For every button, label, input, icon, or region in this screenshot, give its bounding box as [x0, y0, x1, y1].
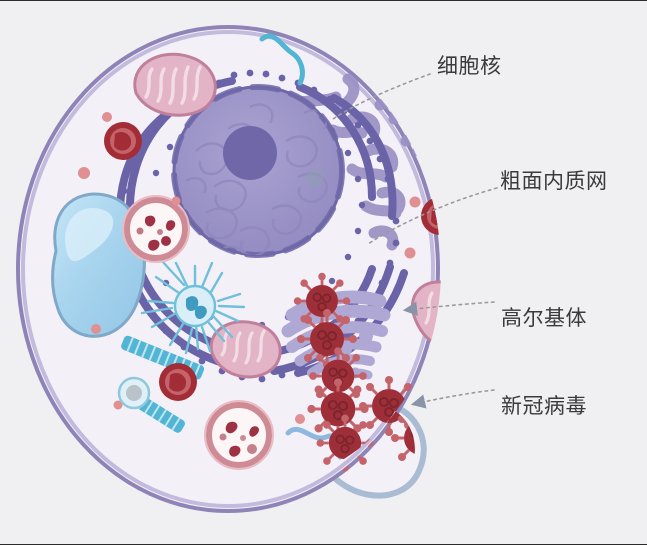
label-coronavirus: 新冠病毒 — [501, 395, 587, 418]
leader-coronavirus — [410, 389, 495, 409]
leader-nucleus — [332, 73, 431, 120]
mitochondrion-top — [133, 52, 217, 117]
filament-wavy-top — [259, 33, 305, 86]
vacuole — [51, 192, 146, 338]
label-nucleus: 细胞核 — [437, 55, 502, 78]
virus-particle — [419, 440, 441, 488]
label-golgi: 高尔基体 — [501, 307, 587, 330]
centrosome — [140, 259, 246, 355]
peroxisome-b — [159, 363, 197, 401]
leader-rough-er — [367, 187, 498, 245]
nucleolus — [223, 126, 277, 180]
centriole-b — [194, 305, 207, 320]
peroxisome-a — [104, 122, 142, 160]
lysosome-lower — [204, 400, 274, 470]
virus-particle — [297, 309, 357, 369]
chromatin — [185, 103, 328, 255]
vacuole-highlight — [65, 208, 114, 262]
virus-particle — [293, 272, 351, 330]
label-rough-er: 粗面内质网 — [500, 170, 608, 193]
mitochondrion-bottom — [209, 320, 282, 379]
small-vesicle — [117, 376, 151, 410]
leader-lines — [332, 73, 498, 409]
plasma-membrane-inner — [21, 30, 435, 508]
leader-golgi — [402, 301, 495, 316]
free-ribosomes — [78, 112, 421, 424]
plasma-membrane-outer — [16, 25, 440, 513]
centriole-a — [186, 296, 199, 311]
lysosome-upper — [122, 195, 190, 263]
nuclear-body — [306, 169, 324, 187]
nucleus — [171, 84, 345, 258]
